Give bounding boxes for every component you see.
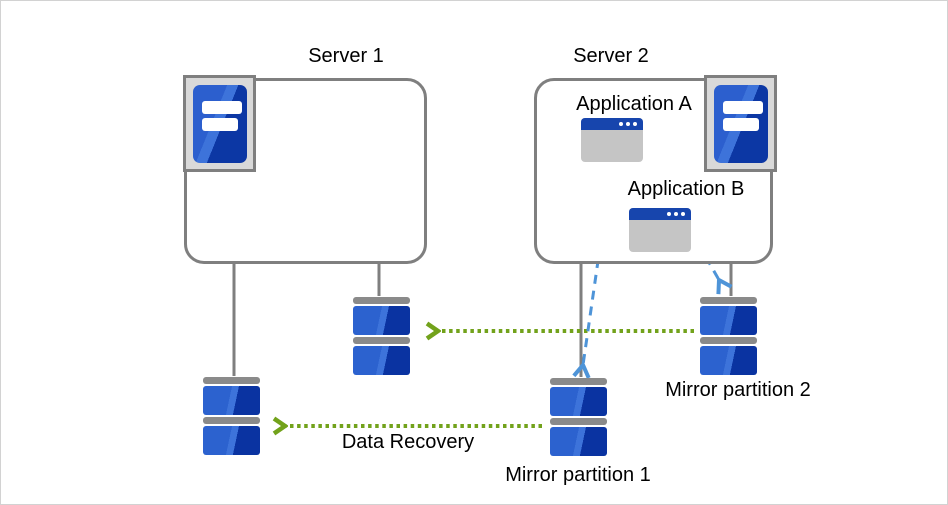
window-dot (633, 122, 637, 126)
disk-cap (550, 378, 607, 385)
drive-slot (722, 100, 763, 114)
server2-server-icon (704, 75, 777, 172)
window-dot (667, 212, 671, 216)
disk-icon-server1-right (353, 297, 410, 375)
disk-cap (550, 418, 607, 425)
disk-platter (700, 346, 757, 375)
window-dot (674, 212, 678, 216)
disk-cap (353, 337, 410, 344)
disk-cap (353, 297, 410, 304)
application-b-label: Application B (627, 178, 745, 200)
disk-cap (700, 337, 757, 344)
application-a-window-icon (581, 118, 643, 162)
disk-platter (353, 346, 410, 375)
window-dot (619, 122, 623, 126)
disk-platter (700, 306, 757, 335)
disk-platter (550, 387, 607, 416)
disk-icon-mirror-partition-1 (550, 378, 607, 456)
disk-platter (353, 306, 410, 335)
disk-platter (203, 426, 260, 455)
drive-slot (722, 117, 759, 131)
server2-label: Server 2 (573, 45, 649, 67)
drive-slot (201, 100, 242, 114)
server1-label: Server 1 (308, 45, 384, 67)
window-titlebar (629, 208, 691, 220)
window-dot (626, 122, 630, 126)
drive-slot (201, 117, 238, 131)
server-tower-icon (192, 84, 247, 163)
disk-platter (550, 427, 607, 456)
application-b-window-icon (629, 208, 691, 252)
disk-cap (203, 377, 260, 384)
data-recovery-label: Data Recovery (341, 431, 475, 453)
disk-icon-server1-left (203, 377, 260, 455)
mirror-partition-1-label: Mirror partition 1 (505, 464, 651, 486)
disk-platter (203, 386, 260, 415)
window-titlebar (581, 118, 643, 130)
mirror-partition-2-label: Mirror partition 2 (665, 379, 811, 401)
disk-icon-mirror-partition-2 (700, 297, 757, 375)
application-b-write-arrow (688, 228, 719, 280)
window-dot (681, 212, 685, 216)
server1-server-icon (183, 75, 256, 172)
application-a-label: Application A (576, 93, 692, 115)
disk-cap (203, 417, 260, 424)
disk-cap (700, 297, 757, 304)
server-tower-icon (713, 84, 768, 163)
